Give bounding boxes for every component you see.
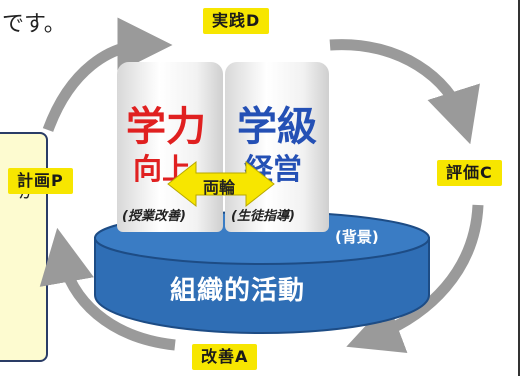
check-label: 評価C <box>437 160 502 186</box>
right-cup-main-text: 学級 <box>237 104 317 150</box>
arrow-do-to-check <box>329 39 480 145</box>
wheels-label: 両輪 <box>203 178 236 197</box>
arrow-check-to-act <box>346 204 484 353</box>
left-cup-note: (授業改善) <box>122 209 186 224</box>
arrow-act-to-plan <box>39 227 176 351</box>
base-background-label: (背景) <box>335 228 379 246</box>
right-cup-note: (生徒指導) <box>231 209 295 224</box>
arrow-plan-to-do <box>42 17 173 132</box>
left-cup-main-text: 学力 <box>126 104 206 150</box>
frame-line <box>518 0 520 376</box>
act-label: 改善A <box>192 344 258 370</box>
top-text: です。 <box>2 12 66 37</box>
do-label: 実践D <box>203 8 270 34</box>
base-main-label: 組織的活動 <box>170 276 306 306</box>
plan-label: 計画P <box>8 168 73 194</box>
right-cup <box>225 62 329 232</box>
left-cup <box>117 62 223 232</box>
